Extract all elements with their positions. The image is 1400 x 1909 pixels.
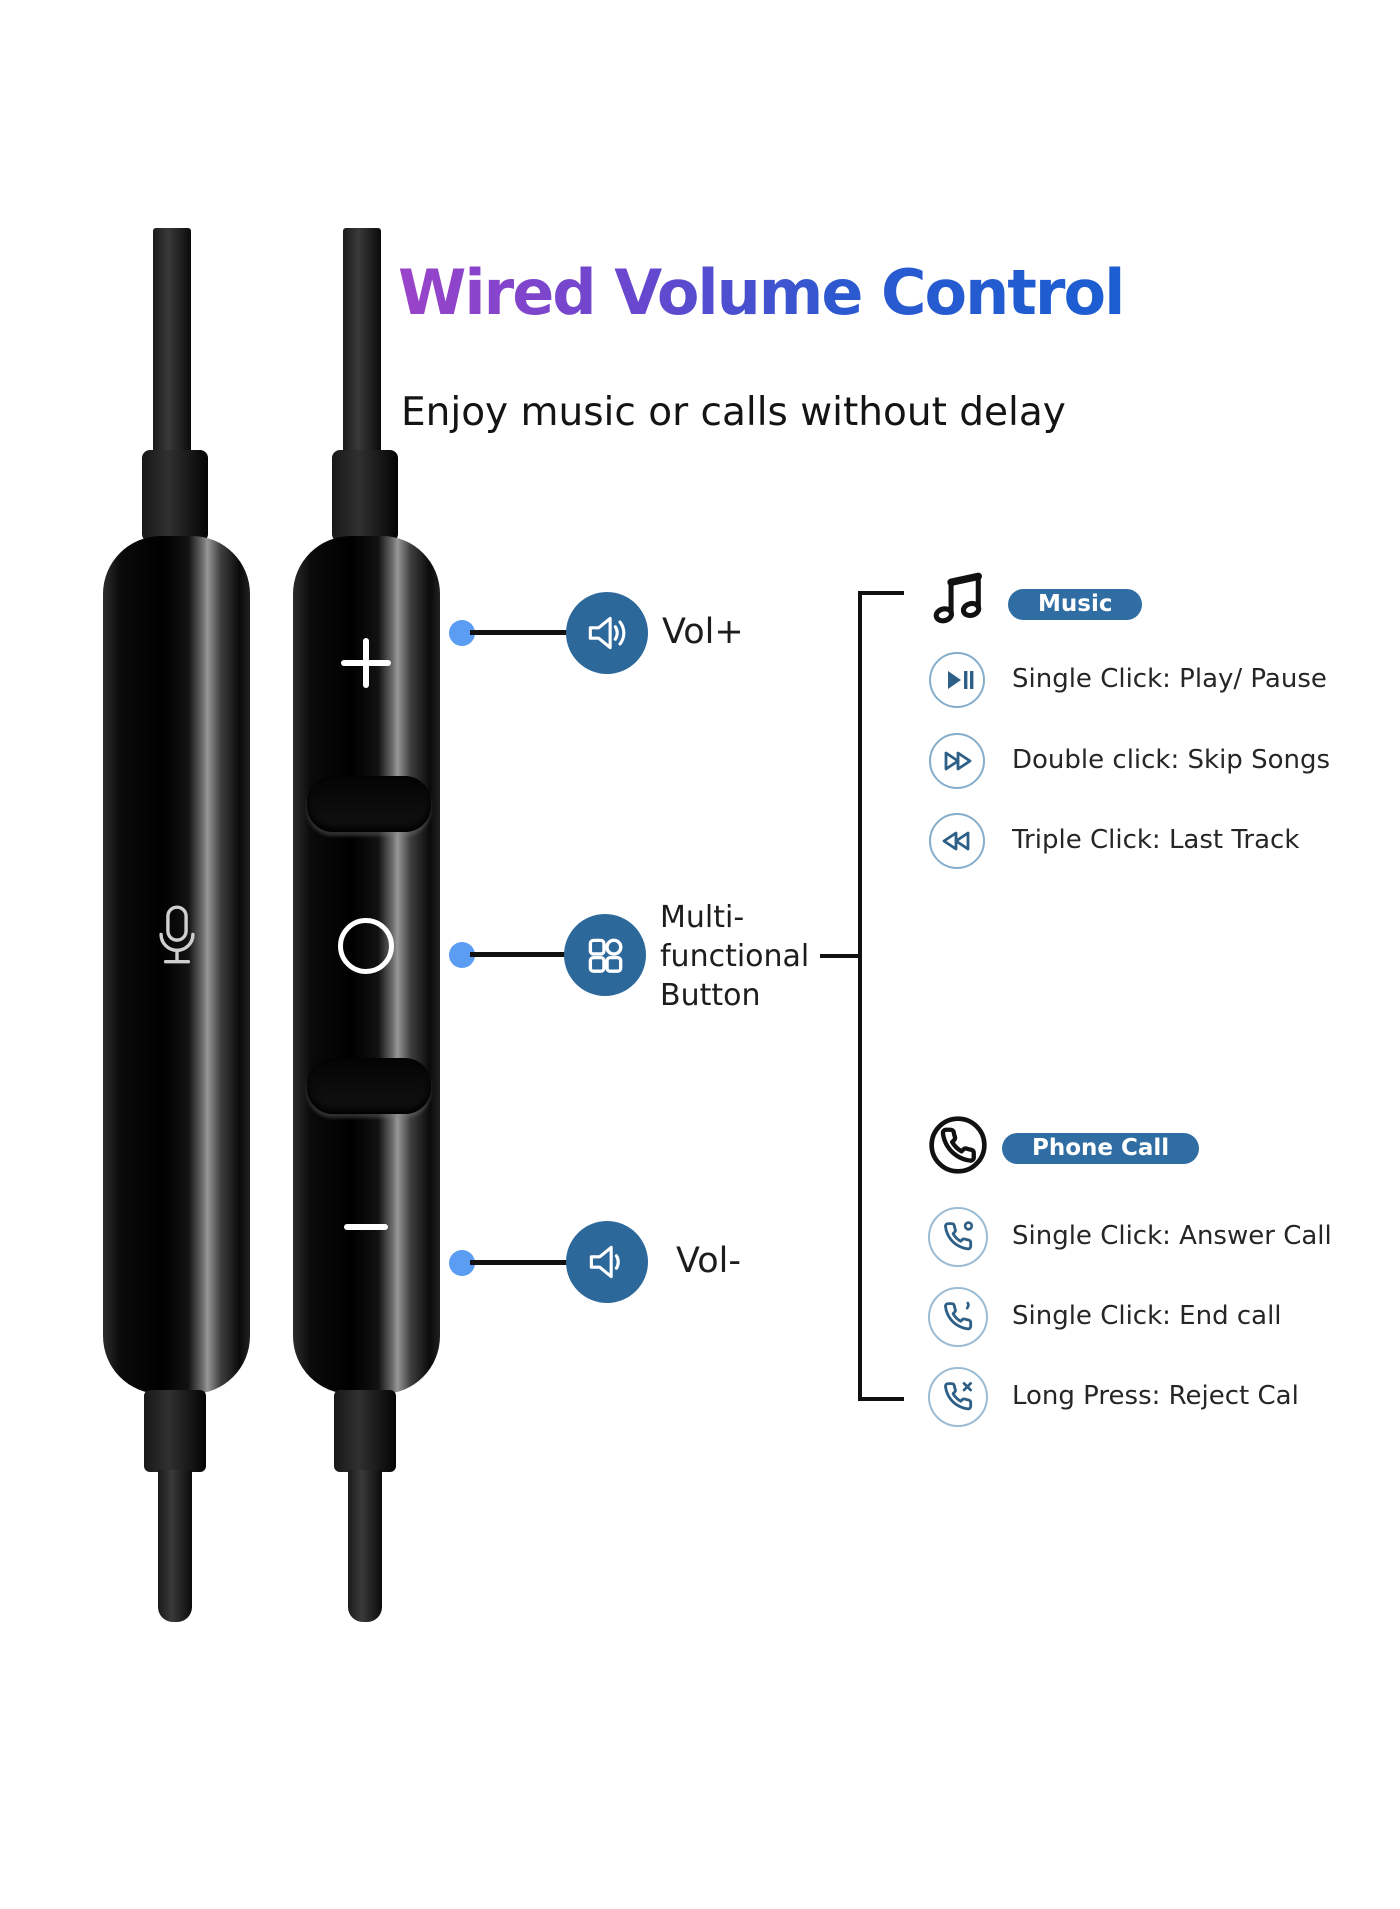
end-call-icon [928, 1287, 988, 1347]
right-pod-strain-relief-top [332, 450, 398, 542]
volup-label: Vol+ [662, 612, 744, 652]
right-pod-cable-bottom [348, 1470, 382, 1622]
phone-call-badge: Phone Call [1002, 1133, 1200, 1164]
play-pause-icon [929, 652, 985, 708]
left-pod-strain-relief-bottom [144, 1390, 206, 1472]
right-pod-cable-top [343, 228, 381, 456]
left-pod-strain-relief-top [142, 450, 208, 542]
multi-label-line2: functional [660, 939, 810, 974]
microphone-icon [152, 903, 202, 975]
skip-forward-icon [929, 733, 985, 789]
page-subtitle: Enjoy music or calls without delay [401, 390, 1066, 435]
bracket-bottom-tick [858, 1397, 904, 1401]
left-pod-cable-top [153, 228, 191, 456]
phone-item-text: Long Press: Reject Cal [1012, 1381, 1299, 1411]
left-pod-cable-bottom [158, 1470, 192, 1622]
left-control-pod [103, 536, 250, 1394]
page-title: Wired Volume Control [398, 256, 1125, 329]
music-item-text: Double click: Skip Songs [1012, 745, 1331, 775]
volume-down-minus-icon[interactable] [344, 1224, 388, 1230]
right-pod-strain-relief-bottom [334, 1390, 396, 1472]
music-item-text: Triple Click: Last Track [1012, 825, 1300, 855]
volume-rocker-ridge-top [307, 776, 431, 832]
multi-bracket-connector [820, 954, 860, 958]
volume-rocker-ridge-bottom [307, 1058, 431, 1114]
volume-down-icon [566, 1221, 648, 1303]
callout-line-multi [470, 952, 568, 957]
grid-button-icon [564, 914, 646, 996]
phone-item-text: Single Click: End call [1012, 1301, 1282, 1331]
multi-label-line3: Button [660, 978, 761, 1013]
multi-function-label: Multi- functional Button [660, 898, 850, 1015]
multifunction-circle-button[interactable] [338, 918, 394, 974]
phone-item-text: Single Click: Answer Call [1012, 1221, 1332, 1251]
phone-call-icon [927, 1114, 989, 1176]
answer-call-icon [928, 1207, 988, 1267]
music-item-text: Single Click: Play/ Pause [1012, 664, 1327, 694]
volume-up-icon [566, 592, 648, 674]
bracket-top-tick [858, 591, 904, 595]
previous-track-icon [929, 813, 985, 869]
music-note-icon [926, 568, 990, 636]
callout-line-voldown [470, 1260, 570, 1265]
music-badge: Music [1008, 589, 1143, 620]
bracket-vertical-line [858, 591, 862, 1401]
volume-up-plus-icon[interactable] [341, 638, 391, 688]
reject-call-icon [928, 1367, 988, 1427]
multi-label-line1: Multi- [660, 900, 745, 935]
voldown-label: Vol- [676, 1241, 741, 1281]
callout-line-volup [470, 630, 570, 635]
